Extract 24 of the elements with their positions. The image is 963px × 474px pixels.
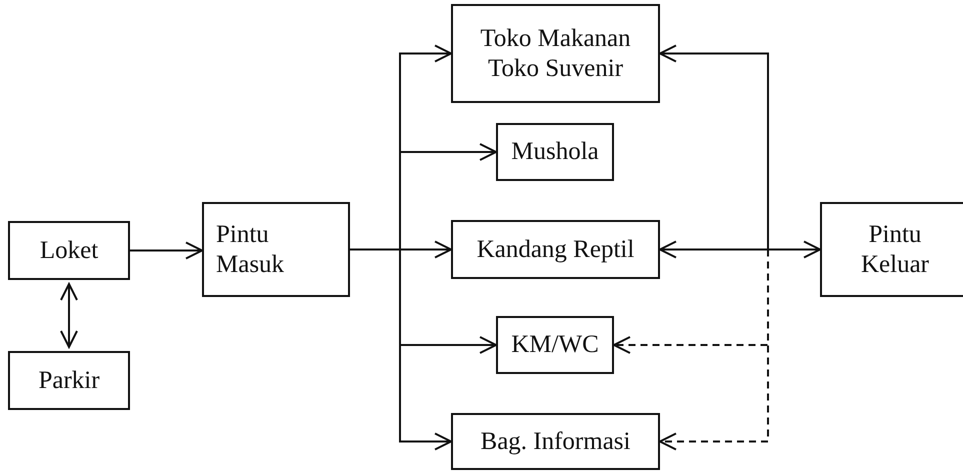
box-label: Parkir — [38, 366, 100, 396]
arrow — [659, 44, 769, 250]
process-box — [8, 351, 130, 410]
process-box — [451, 4, 660, 103]
arrow — [350, 248, 452, 450]
process-box — [820, 202, 963, 297]
process-box — [451, 413, 660, 470]
process-box — [496, 123, 614, 181]
box-label: KM/WC — [511, 330, 599, 360]
box-label: Toko Makanan Toko Suvenir — [479, 24, 632, 84]
box-label: Pintu Keluar — [860, 220, 930, 280]
arrow — [60, 283, 78, 348]
process-box — [202, 202, 350, 297]
arrow — [659, 240, 821, 258]
process-box — [451, 220, 660, 279]
dashed-arrow — [659, 250, 769, 450]
box-label: Pintu Masuk — [216, 220, 286, 280]
box-label: Mushola — [511, 137, 599, 167]
process-box — [8, 221, 130, 280]
process-box — [496, 316, 614, 374]
box-label: Loket — [40, 236, 98, 266]
box-label: Kandang Reptil — [476, 234, 634, 264]
box-label: Bag. Informasi — [480, 426, 630, 456]
arrow — [130, 242, 203, 260]
